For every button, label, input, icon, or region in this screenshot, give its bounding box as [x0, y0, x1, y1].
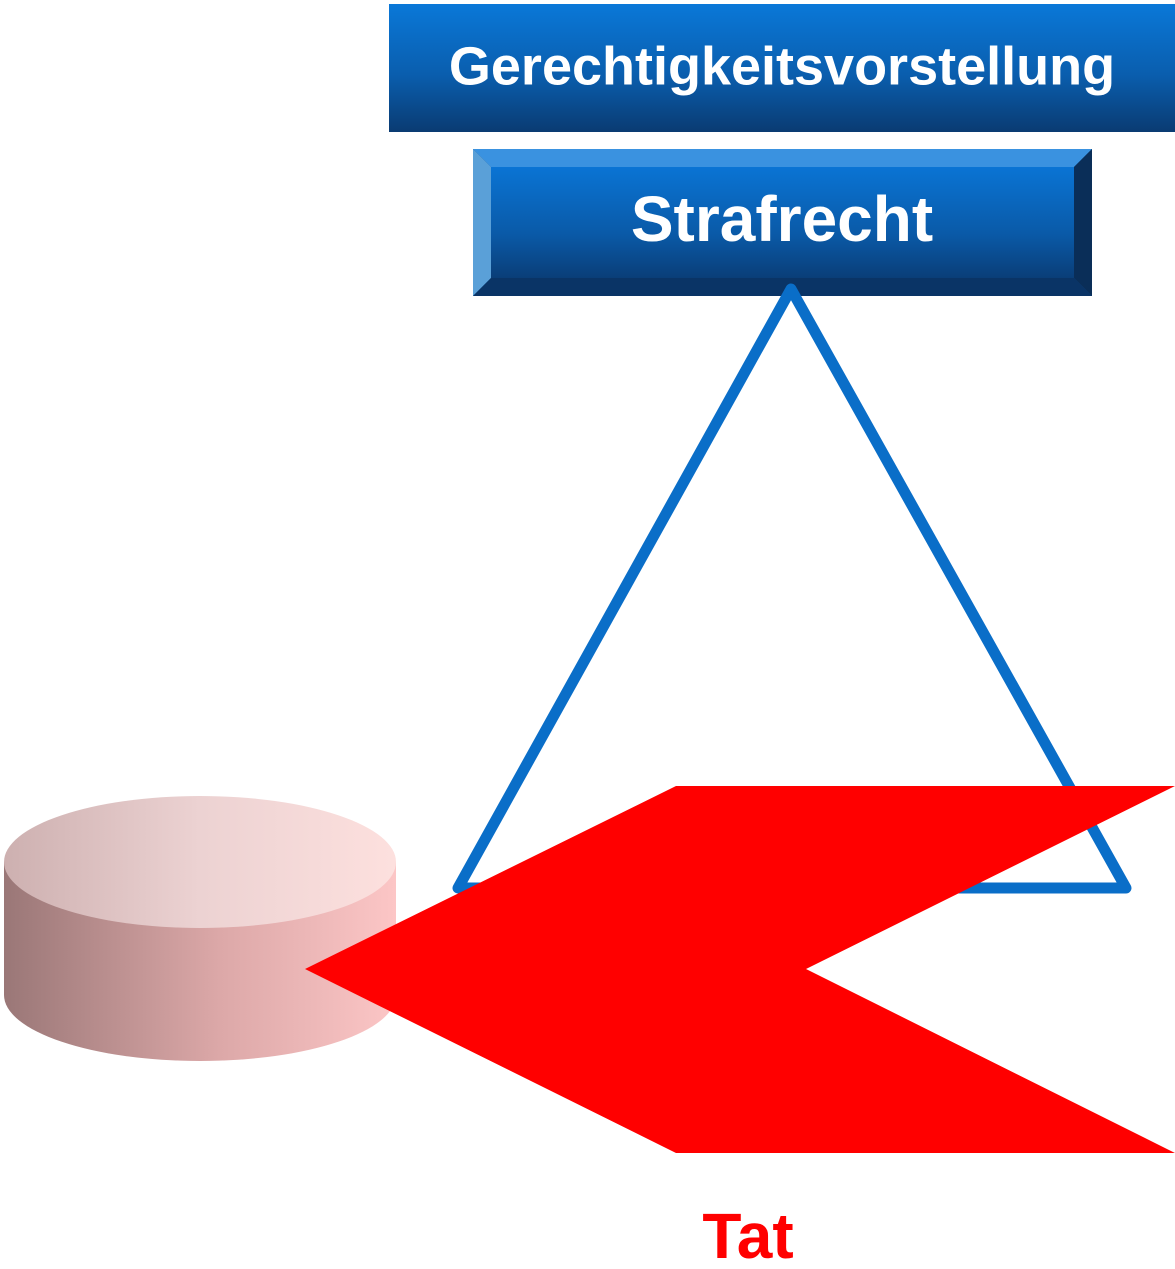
strafrecht-label: Strafrecht	[631, 183, 933, 255]
tat-arrow	[305, 786, 1175, 1153]
strafrecht-box-face	[491, 167, 1074, 278]
gerechtigkeitsvorstellung-box-face	[389, 4, 1175, 132]
strafrecht-bevel-top	[473, 149, 1092, 167]
cylinder-top	[4, 796, 396, 928]
cylinder-shape	[4, 796, 396, 1061]
strafrecht-bevel-right	[1074, 149, 1092, 296]
strafrecht-bevel-left	[473, 149, 491, 296]
strafrecht-box: Strafrecht	[473, 149, 1092, 296]
gerechtigkeitsvorstellung-box: Gerechtigkeitsvorstellung	[389, 4, 1175, 132]
tat-label: Tat	[702, 1200, 793, 1269]
gerechtigkeitsvorstellung-label: Gerechtigkeitsvorstellung	[449, 36, 1115, 96]
strafrecht-bevel-bottom	[473, 278, 1092, 296]
